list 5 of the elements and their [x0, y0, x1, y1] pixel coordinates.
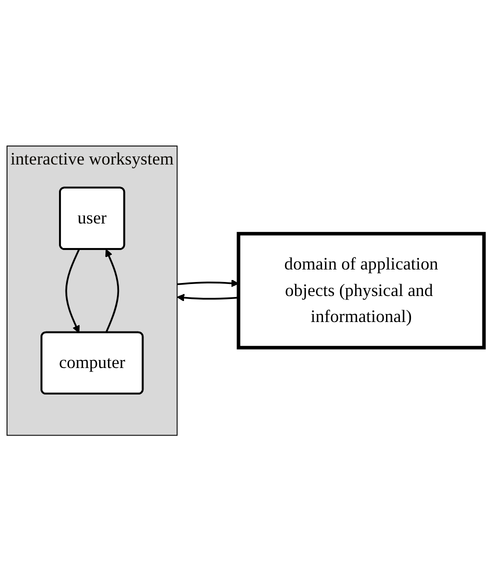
arrow	[105, 248, 120, 333]
arrow	[65, 248, 80, 333]
node-box: domain of application objects (physical and informational)	[236, 232, 486, 350]
arrow	[176, 294, 239, 302]
arrow	[177, 279, 239, 287]
